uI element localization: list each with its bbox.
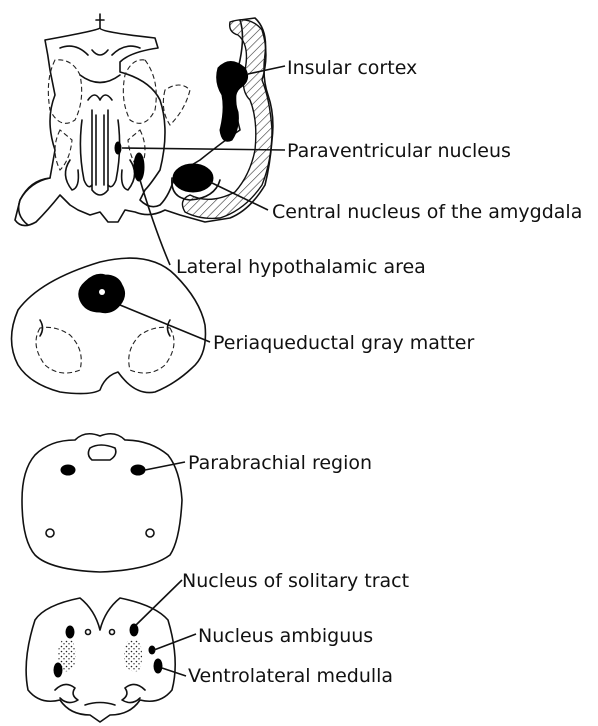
label-central-nucleus-amygdala: Central nucleus of the amygdala — [272, 201, 582, 223]
label-ventrolateral-medulla: Ventrolateral medulla — [188, 665, 393, 687]
label-insular-cortex: Insular cortex — [287, 57, 417, 79]
midbrain-section — [12, 258, 206, 393]
medulla-section — [26, 598, 175, 722]
pons-section — [22, 434, 182, 572]
label-periaqueductal-gray: Periaqueductal gray matter — [213, 332, 474, 354]
label-nucleus-ambiguus: Nucleus ambiguus — [198, 625, 373, 647]
label-paraventricular-nucleus: Paraventricular nucleus — [287, 140, 511, 162]
label-parabrachial-region: Parabrachial region — [188, 452, 372, 474]
label-nucleus-solitary-tract: Nucleus of solitary tract — [182, 570, 409, 592]
label-lateral-hypothalamic-area: Lateral hypothalamic area — [176, 256, 426, 278]
